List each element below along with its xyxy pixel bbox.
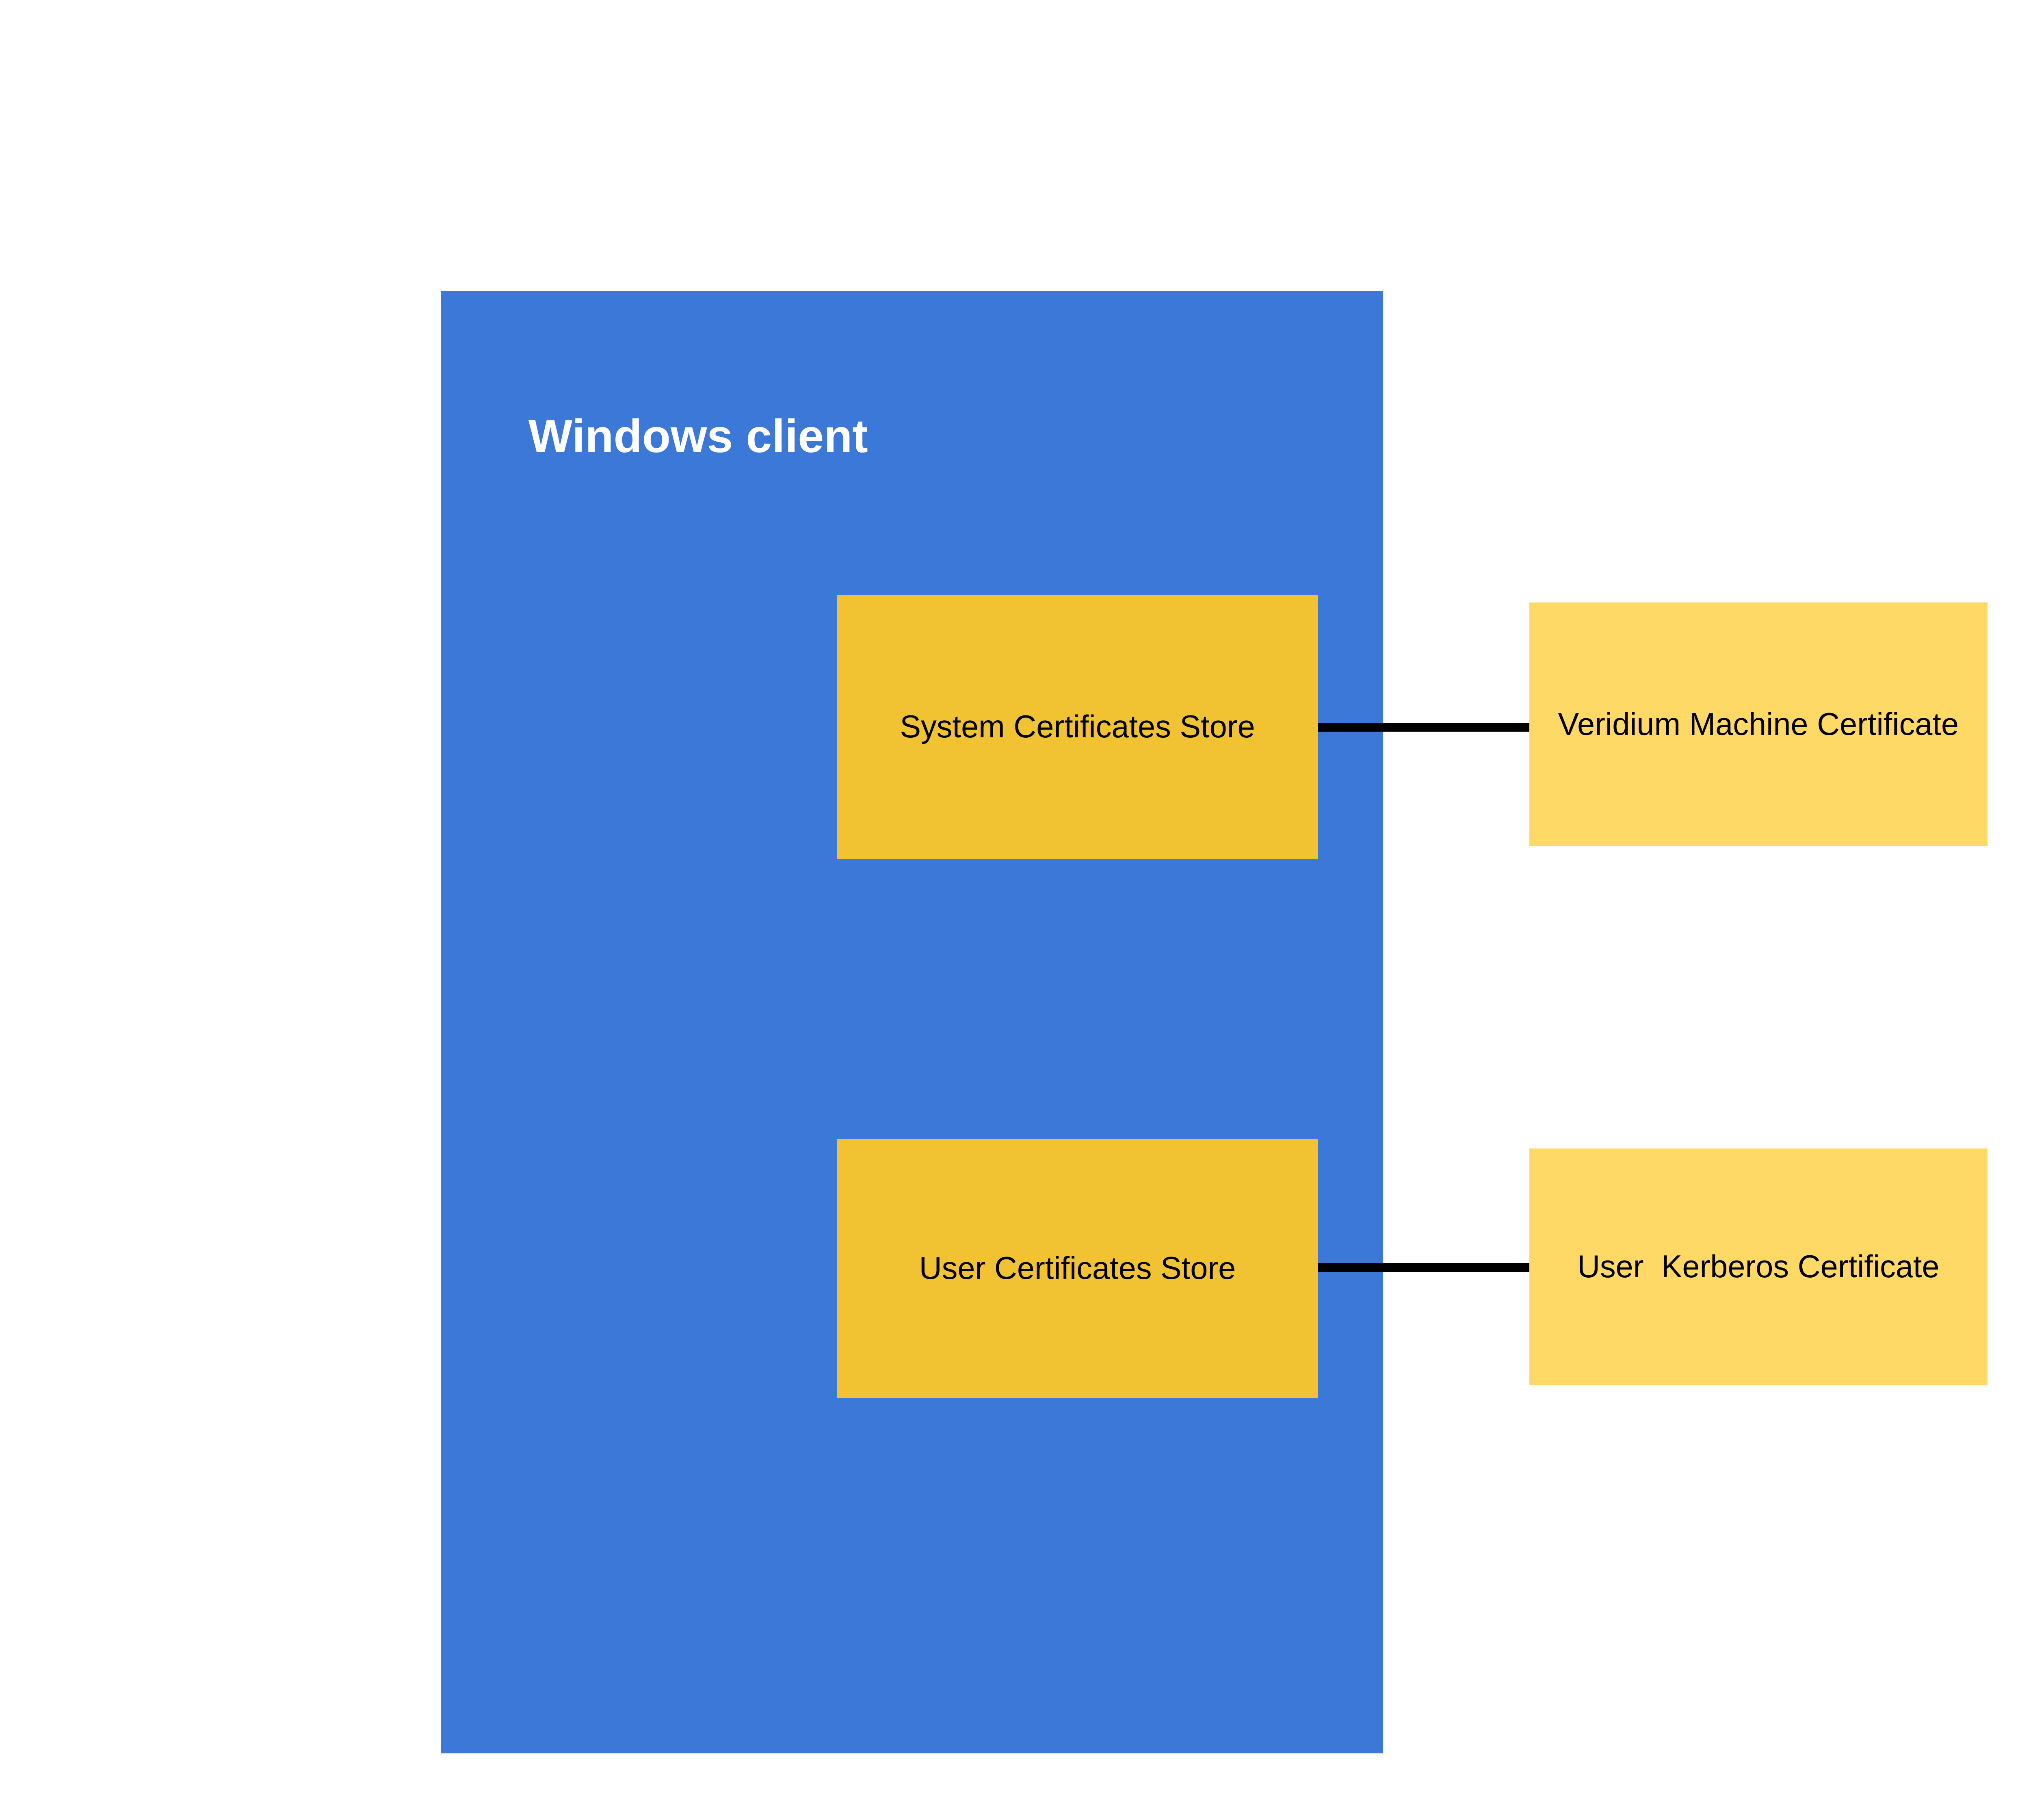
windows-client-container: Windows client [441, 291, 1383, 1754]
windows-client-title: Windows client [528, 410, 868, 462]
user-certificates-store-box: User Certificates Store [837, 1139, 1318, 1398]
user-kerberos-certificate-box: User Kerberos Certificate [1529, 1148, 1988, 1385]
veridium-machine-certificate-label: Veridium Machine Certificate [1558, 706, 1959, 742]
user-certificates-store-label: User Certificates Store [919, 1251, 1236, 1286]
system-certificates-store-box: System Certificates Store [837, 595, 1318, 859]
connector-system-to-veridium [1318, 722, 1531, 732]
user-kerberos-certificate-label: User Kerberos Certificate [1577, 1249, 1940, 1284]
system-certificates-store-label: System Certificates Store [900, 709, 1255, 745]
veridium-machine-certificate-box: Veridium Machine Certificate [1529, 602, 1988, 847]
connector-user-to-kerberos [1318, 1263, 1531, 1272]
